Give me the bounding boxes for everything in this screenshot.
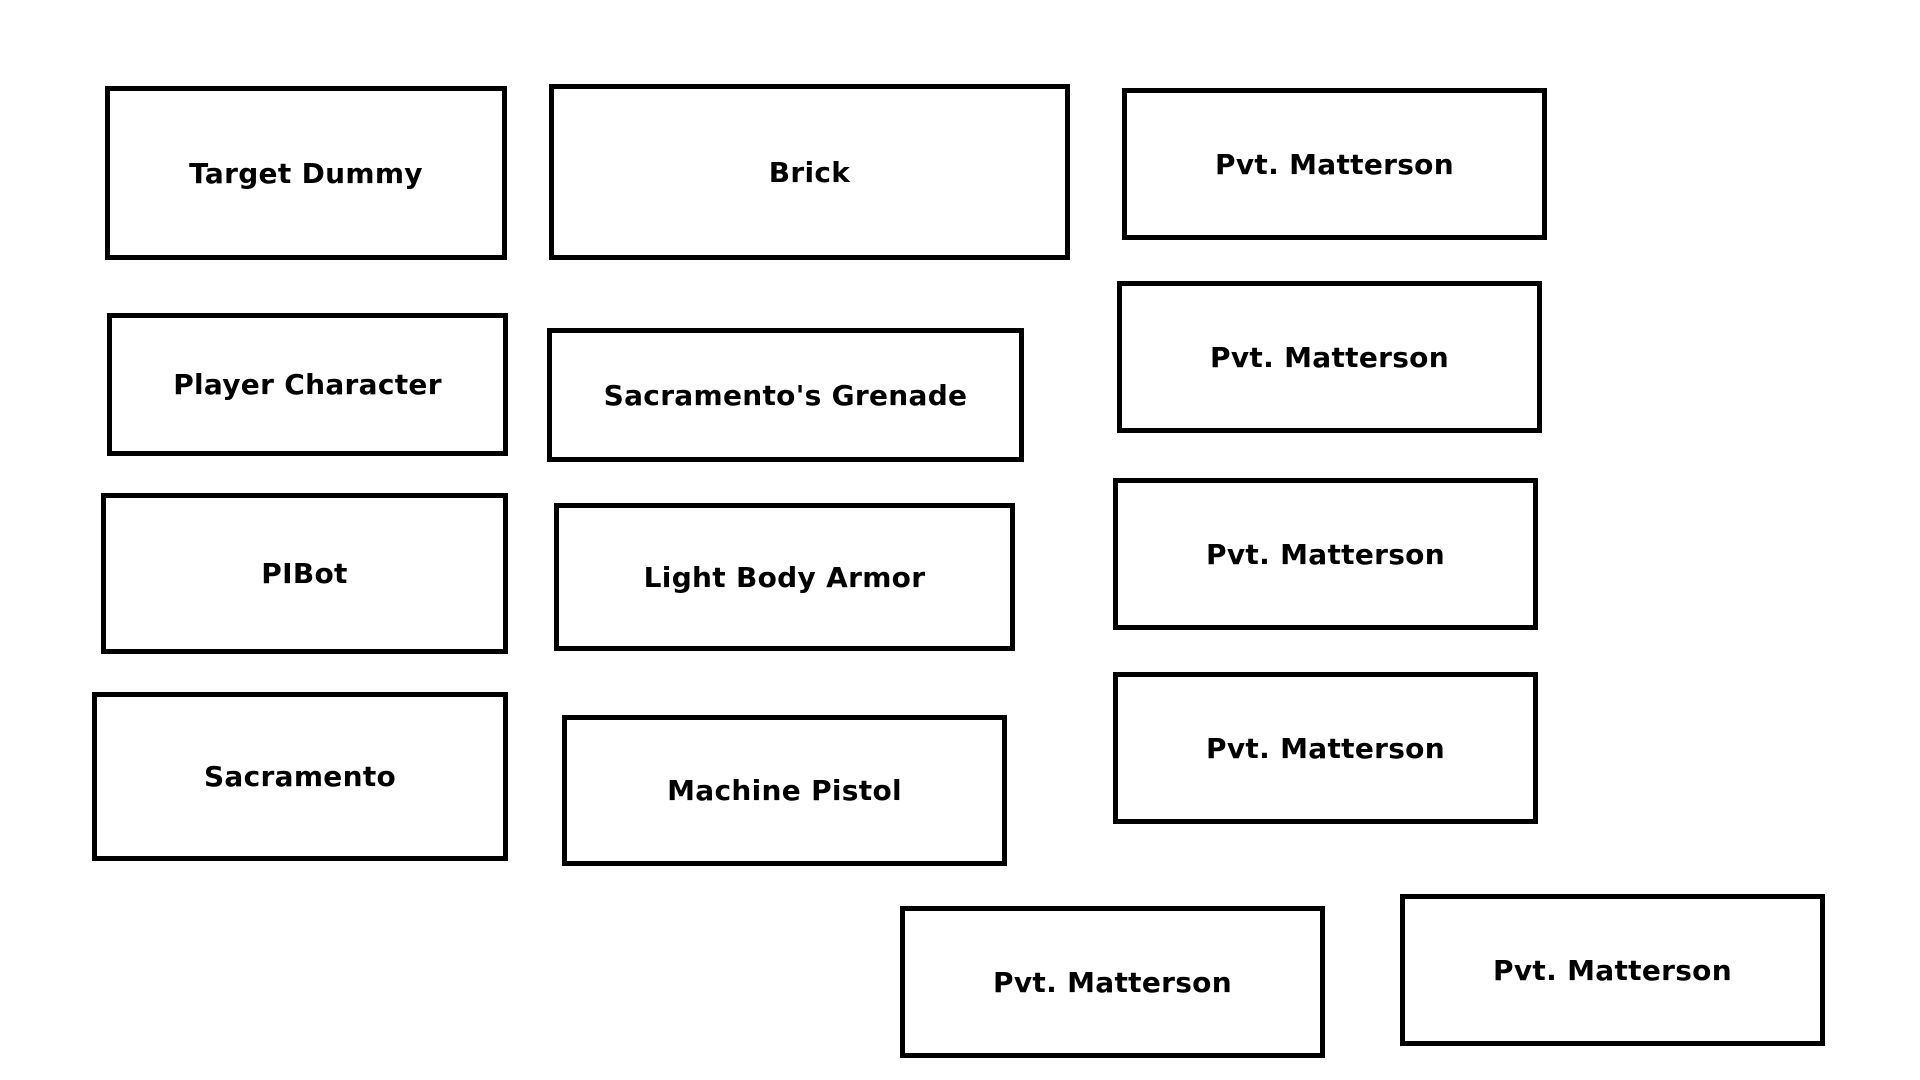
- node-box-player-character[interactable]: Player Character: [107, 313, 508, 456]
- node-box-machine-pistol[interactable]: Machine Pistol: [562, 715, 1007, 866]
- node-label: Sacramento: [203, 760, 397, 793]
- node-label: PIBot: [261, 557, 348, 590]
- node-box-sacramentos-grenade[interactable]: Sacramento's Grenade: [547, 328, 1024, 462]
- node-label: Pvt. Matterson: [1210, 340, 1449, 374]
- node-label: Pvt. Matterson: [1493, 953, 1732, 987]
- node-box-pvt-matterson[interactable]: Pvt. Matterson: [1113, 672, 1538, 824]
- node-box-light-body-armor[interactable]: Light Body Armor: [554, 503, 1015, 651]
- node-box-pvt-matterson[interactable]: Pvt. Matterson: [1400, 894, 1825, 1046]
- node-box-target-dummy[interactable]: Target Dummy: [105, 86, 507, 260]
- node-box-pibot[interactable]: PIBot: [101, 493, 508, 654]
- node-label: Machine Pistol: [667, 774, 902, 807]
- node-box-pvt-matterson[interactable]: Pvt. Matterson: [1122, 88, 1547, 240]
- node-box-pvt-matterson[interactable]: Pvt. Matterson: [1113, 478, 1538, 630]
- node-label: Pvt. Matterson: [993, 965, 1232, 999]
- node-label: Player Character: [173, 368, 442, 401]
- node-box-brick[interactable]: Brick: [549, 84, 1070, 260]
- node-box-pvt-matterson[interactable]: Pvt. Matterson: [900, 906, 1325, 1058]
- node-label: Pvt. Matterson: [1215, 147, 1454, 181]
- node-label: Target Dummy: [189, 156, 423, 190]
- node-label: Sacramento's Grenade: [603, 378, 968, 412]
- node-box-pvt-matterson[interactable]: Pvt. Matterson: [1117, 281, 1542, 433]
- node-label: Brick: [768, 155, 851, 189]
- node-label: Pvt. Matterson: [1206, 731, 1445, 765]
- node-label: Pvt. Matterson: [1206, 537, 1445, 571]
- node-label: Light Body Armor: [643, 560, 926, 594]
- node-box-sacramento[interactable]: Sacramento: [92, 692, 508, 861]
